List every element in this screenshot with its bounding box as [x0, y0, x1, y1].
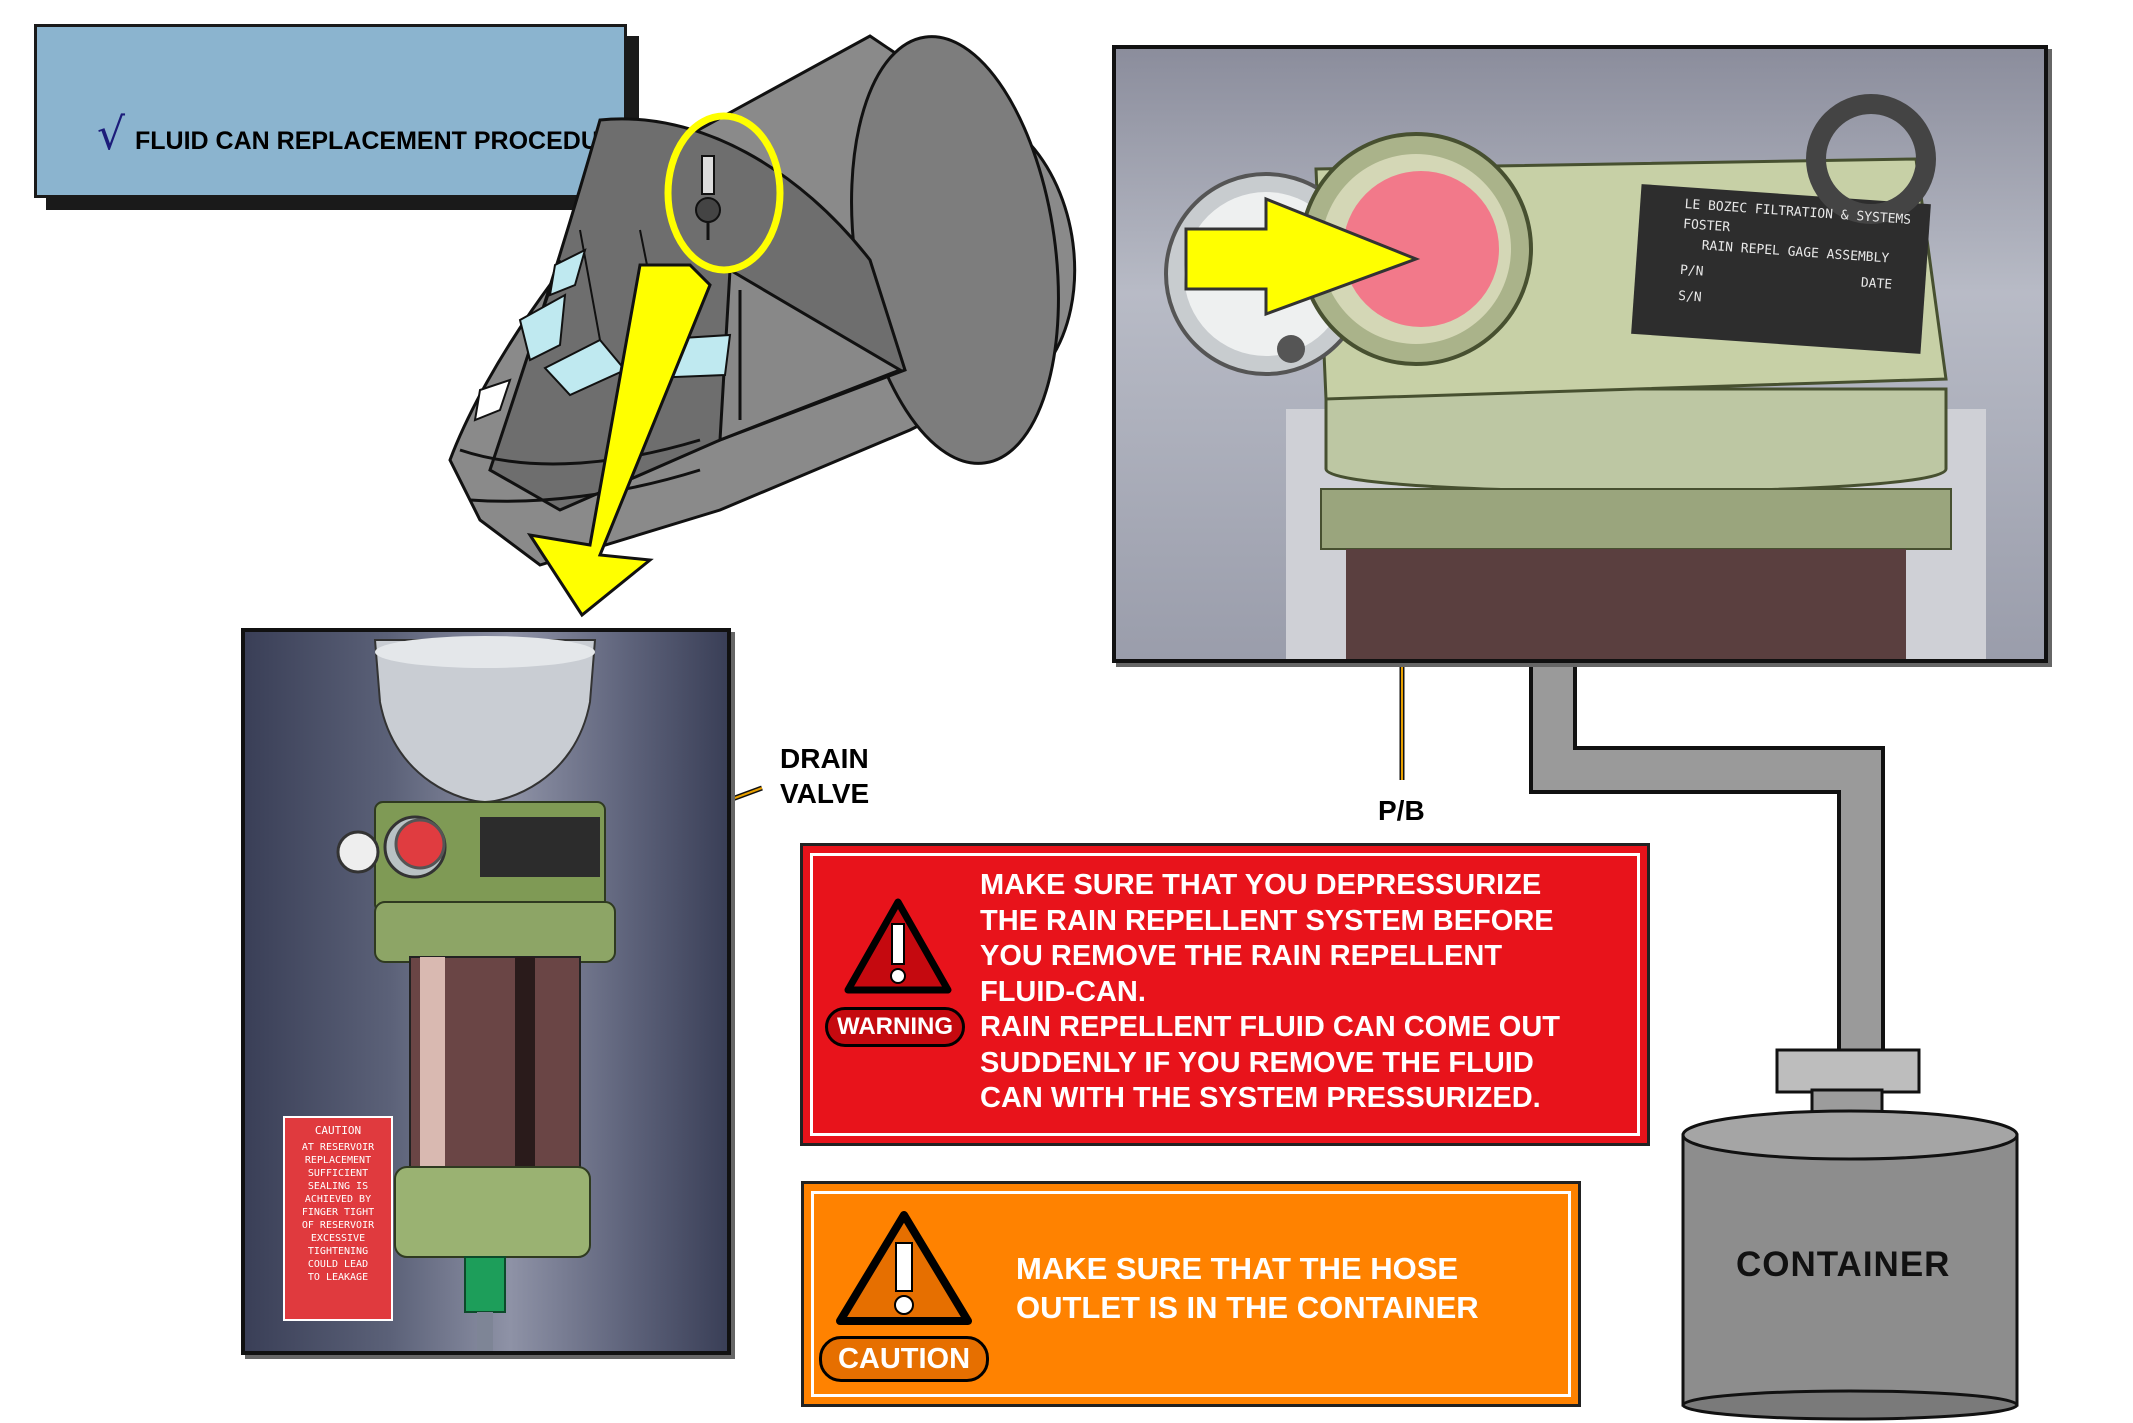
- highlight-circle-icon: [664, 112, 784, 274]
- caution-plate-heading: CAUTION: [314, 1124, 362, 1137]
- aircraft-nose-cutaway: [448, 34, 1077, 567]
- check-icon: √: [97, 109, 126, 160]
- fluid-can-component-icon: [695, 155, 721, 240]
- caution-text: MAKE SURE THAT THE HOSE OUTLET IS IN THE…: [1016, 1251, 1479, 1325]
- container-label: CONTAINER: [1736, 1245, 1951, 1284]
- pb-arrow-icon: [1184, 196, 1421, 317]
- warning-text: MAKE SURE THAT YOU DEPRESSURIZE THE RAIN…: [980, 869, 1560, 1114]
- warning-badge: WARNING: [825, 1007, 965, 1047]
- title-box: √ FLUID CAN REPLACEMENT PROCEDURE: [34, 24, 634, 198]
- caution-badge: CAUTION: [819, 1336, 989, 1382]
- gage-nameplate: LE BOZEC FILTRATION & SYSTEMS FOSTER RAI…: [1677, 195, 1944, 325]
- nameplate-date: DATE: [1860, 275, 1893, 293]
- drain-valve-label: DRAIN VALVE: [780, 743, 870, 809]
- gage-assembly-photo: LE BOZEC FILTRATION & SYSTEMS FOSTER RAI…: [1112, 45, 2048, 663]
- caution-plate: CAUTION AT RESERVOIR REPLACEMENT SUFFICI…: [283, 1116, 393, 1321]
- caution-plate-text: AT RESERVOIR REPLACEMENT SUFFICIENT SEAL…: [301, 1142, 375, 1283]
- warning-triangle-icon: [844, 898, 952, 994]
- fluid-can-photo: CAUTION AT RESERVOIR REPLACEMENT SUFFICI…: [241, 628, 731, 1355]
- container-graphic: [1681, 1048, 2019, 1421]
- warning-box: WARNING MAKE SURE THAT YOU DEPRESSURIZE …: [800, 843, 1650, 1146]
- nameplate-sn: S/N: [1677, 288, 1703, 306]
- caution-triangle-icon: [836, 1211, 972, 1325]
- pointer-arrow-icon: [526, 263, 712, 618]
- page-title: FLUID CAN REPLACEMENT PROCEDURE: [135, 127, 634, 155]
- nameplate-pn: P/N: [1679, 262, 1704, 280]
- pb-label: P/B: [1378, 795, 1425, 826]
- caution-box: CAUTION MAKE SURE THAT THE HOSE OUTLET I…: [801, 1181, 1581, 1407]
